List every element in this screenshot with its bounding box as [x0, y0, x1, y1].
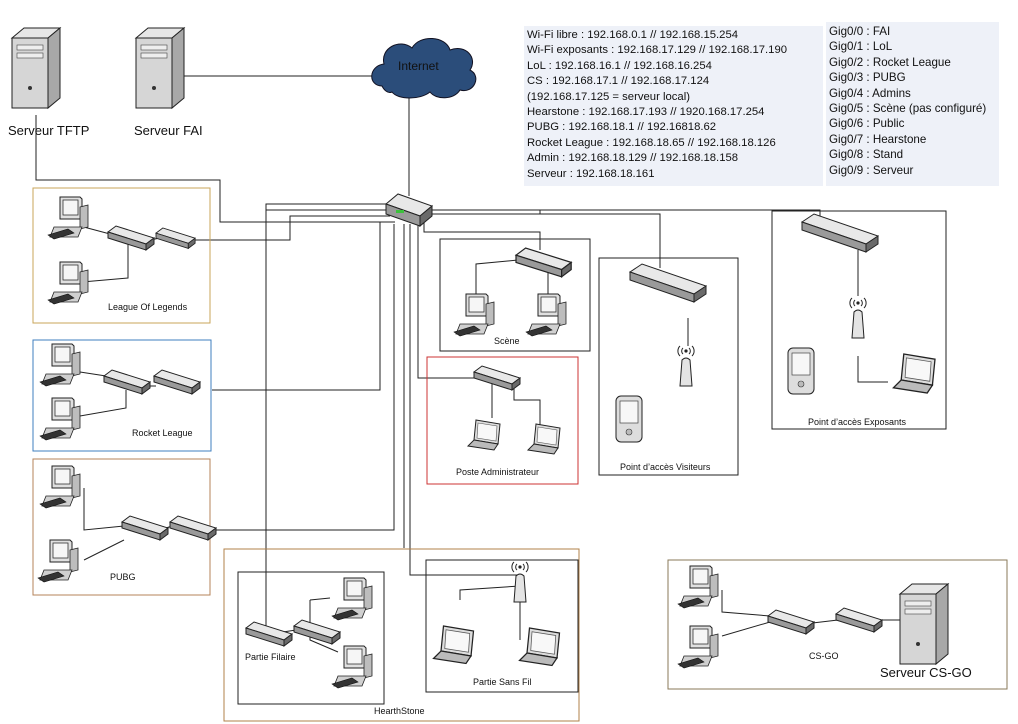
zone-filaire-label: Partie Filaire — [245, 652, 296, 662]
hs-laptop-1-icon — [432, 625, 475, 665]
fai-server-icon — [135, 27, 185, 109]
visiteurs-access-point-icon — [677, 345, 695, 387]
fai-server-label: Serveur FAI — [134, 123, 203, 138]
router-icon — [385, 193, 433, 228]
admin-switch-icon — [473, 365, 521, 391]
zone-sansfil-border — [425, 559, 579, 693]
ip-line: Serveur : 192.168.18.161 — [527, 167, 655, 180]
port-line: Gig0/5 : Scène (pas configuré) — [829, 102, 987, 116]
csgo-server-icon — [899, 583, 949, 665]
port-line: Gig0/7 : Hearstone — [829, 132, 927, 146]
port-line: Gig0/2 : Rocket League — [829, 55, 951, 69]
hs-pc-1-icon — [331, 577, 373, 621]
port-line: Gig0/0 : FAI — [829, 25, 891, 38]
lol-pc-1-icon — [47, 196, 89, 240]
zone-scene-label: Scène — [494, 336, 520, 346]
port-line: Gig0/8 : Stand — [829, 148, 904, 162]
zone-hearthstone-label: HearthStone — [374, 706, 425, 716]
exposants-access-point-icon — [849, 297, 867, 339]
zone-admin-border — [426, 356, 579, 485]
ip-ranges-panel: Wi-Fi libre : 192.168.0.1 // 192.168.15.… — [524, 26, 823, 186]
internet-label: Internet — [398, 59, 439, 73]
port-line: Gig0/3 : PUBG — [829, 71, 906, 85]
ip-line: PUBG : 192.168.18.1 // 192.16818.62 — [527, 121, 717, 134]
rocket-pc-2-icon — [39, 397, 81, 441]
port-line: Gig0/4 : Admins — [829, 86, 911, 100]
zone-exposants-border — [771, 210, 947, 430]
hs-switch-1-icon — [245, 621, 293, 647]
zone-csgo-label: CS-GO — [809, 651, 839, 661]
ip-line: LoL : 192.168.16.1 // 192.168.16.254 — [527, 59, 712, 72]
zone-admin-label: Poste Administrateur — [456, 467, 540, 477]
tftp-server-icon — [11, 27, 61, 109]
visiteurs-switch-icon — [629, 263, 707, 303]
pubg-pc-1-icon — [39, 465, 81, 509]
zone-visiteurs-label: Point d’accès Visiteurs — [620, 462, 711, 472]
lol-switch-1-icon — [107, 225, 155, 251]
zone-lol-label: League Of Legends — [108, 302, 188, 312]
ip-line: Rocket League : 192.168.18.65 // 192.168… — [527, 136, 776, 149]
zone-sansfil-label: Partie Sans Fil — [473, 677, 532, 687]
exposants-laptop-icon — [892, 353, 936, 394]
pubg-switch-1-icon — [121, 515, 169, 541]
hearthstone-cables — [269, 585, 521, 653]
zone-scene-border — [439, 238, 591, 352]
csgo-switch-1-icon — [767, 609, 815, 635]
csgo-pc-2-icon — [677, 625, 719, 669]
hs-laptop-2-icon — [518, 627, 561, 667]
admin-laptop-1-icon — [467, 419, 501, 451]
exposants-pda-icon — [787, 347, 815, 395]
port-line: Gig0/6 : Public — [829, 117, 905, 131]
zone-rocket-label: Rocket League — [132, 428, 193, 438]
zone-pubg-label: PUBG — [110, 572, 136, 582]
scene-pc-1-icon — [453, 293, 495, 337]
zone-lol-border — [32, 187, 211, 324]
internet-cloud-icon — [371, 38, 477, 99]
tftp-server-label: Serveur TFTP — [8, 123, 90, 138]
ip-line: CS : 192.168.17.1 // 192.168.17.124 — [527, 75, 710, 88]
csgo-server-label: Serveur CS-GO — [880, 665, 972, 680]
hs-access-point-icon — [511, 561, 529, 603]
scene-pc-2-icon — [525, 293, 567, 337]
zone-exposants-label: Point d’accès Exposants — [808, 417, 907, 427]
exposants-cables — [857, 250, 888, 383]
zone-visiteurs-border — [598, 257, 739, 476]
hs-pc-2-icon — [331, 645, 373, 689]
exposants-switch-icon — [801, 213, 879, 253]
rocket-switch-2-icon — [153, 369, 201, 395]
csgo-pc-1-icon — [677, 565, 719, 609]
zone-csgo-border — [667, 559, 1008, 690]
rocket-pc-1-icon — [39, 343, 81, 387]
ip-line: Wi-Fi libre : 192.168.0.1 // 192.168.15.… — [527, 29, 739, 41]
lol-switch-2-icon — [155, 227, 196, 249]
rocket-switch-1-icon — [103, 369, 151, 395]
ip-line: (192.168.17.125 = serveur local) — [527, 90, 690, 103]
visiteurs-pda-icon — [615, 395, 643, 443]
ip-line: Wi-Fi exposants : 192.168.17.129 // 192.… — [527, 44, 788, 57]
pubg-pc-2-icon — [37, 539, 79, 583]
port-mapping-panel: Gig0/0 : FAI Gig0/1 : LoL Gig0/2 : Rocke… — [826, 22, 999, 186]
zone-rocket-border — [32, 339, 212, 452]
lol-pc-2-icon — [47, 261, 89, 305]
zone-hearthstone-border — [223, 548, 580, 722]
admin-laptop-2-icon — [527, 423, 561, 455]
port-line: Gig0/9 : Serveur — [829, 163, 914, 177]
hs-switch-2-icon — [293, 619, 341, 645]
ip-line: Admin : 192.168.18.129 // 192.168.18.158 — [527, 152, 739, 165]
admin-cables — [491, 384, 541, 428]
zone-filaire-border — [237, 571, 385, 705]
pubg-switch-2-icon — [169, 515, 217, 541]
port-line: Gig0/1 : LoL — [829, 40, 893, 54]
ip-line: Hearstone : 192.168.17.193 // 1920.168.1… — [527, 106, 765, 119]
csgo-switch-2-icon — [835, 607, 883, 633]
scene-switch-icon — [515, 247, 572, 278]
